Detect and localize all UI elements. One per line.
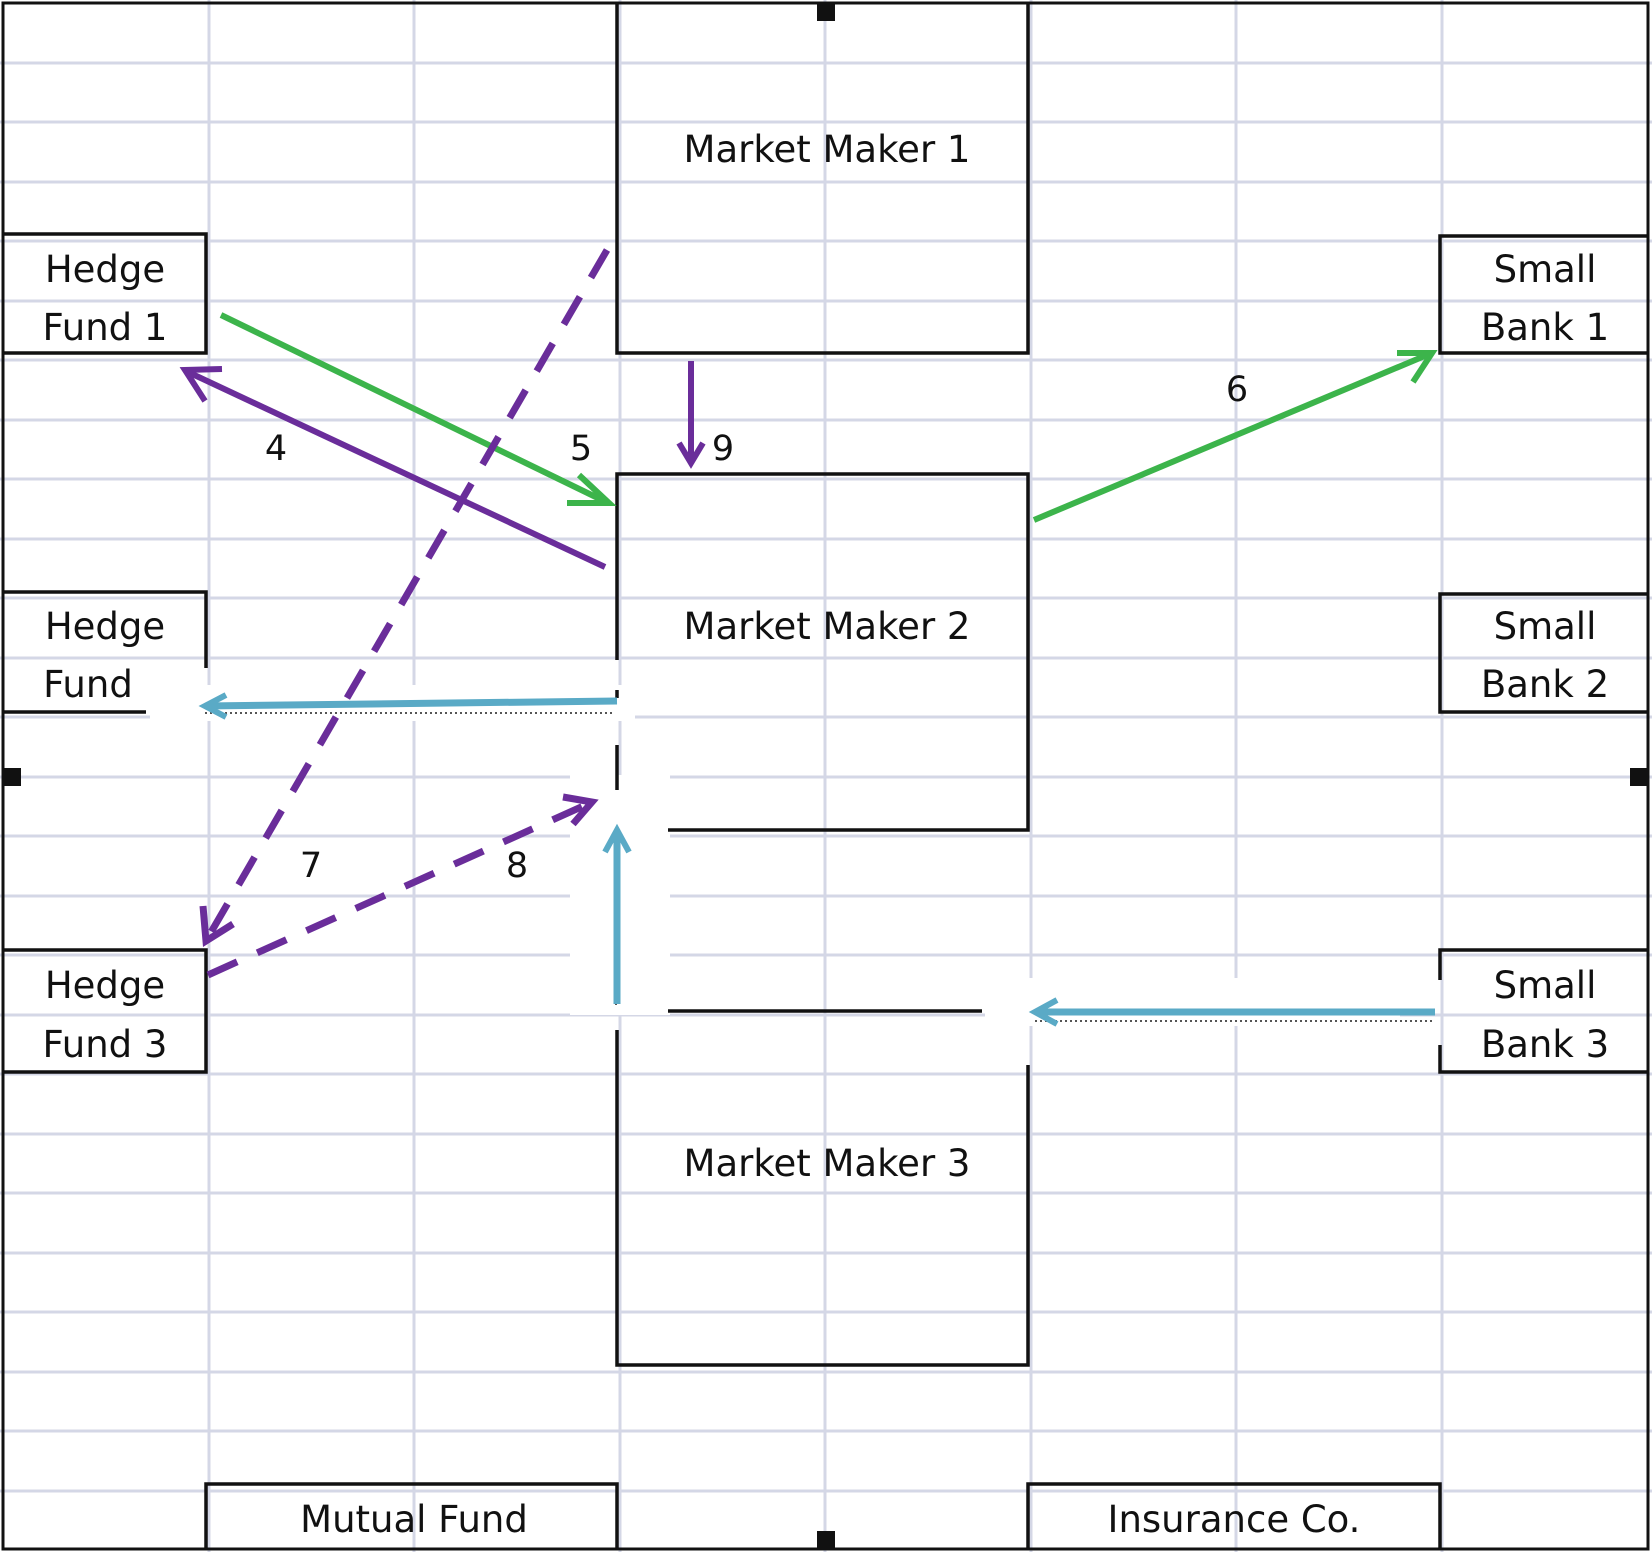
small-bank-1-label-line2: Bank 1 (1481, 306, 1609, 349)
market-maker-2-box (615, 472, 1030, 832)
small-bank-3-box (1438, 948, 1648, 1074)
flow-label-6: 6 (1226, 370, 1248, 410)
hedge-fund-3-label-line2: Fund 3 (43, 1023, 168, 1066)
flow-label-7: 7 (300, 846, 322, 886)
flow-label-9: 9 (712, 429, 734, 469)
flow-arrow-9 (676, 361, 706, 469)
small-bank-3-label-line2: Bank 3 (1481, 1023, 1609, 1066)
market-maker-1-box (615, 3, 1030, 355)
hedge-fund-1-label-line1: Hedge (45, 248, 165, 291)
mutual-fund-box (204, 1482, 619, 1549)
hedge-fund-1-box (3, 232, 208, 355)
hedge-fund-2-label-line2: Fund (43, 663, 133, 706)
hedge-fund-2-label-line1: Hedge (45, 605, 165, 648)
insurance-co-label: Insurance Co. (1108, 1498, 1361, 1541)
small-bank-2-label-line1: Small (1494, 605, 1597, 648)
small-bank-1-box (1438, 234, 1648, 355)
flow-arrow-8 (206, 793, 599, 979)
small-bank-2-box (1438, 592, 1648, 714)
hedge-fund-3-label-line1: Hedge (45, 964, 165, 1007)
small-bank-2-label-line2: Bank 2 (1481, 663, 1609, 706)
flow-arrow-blue-sb3-to-mm3 (1028, 997, 1435, 1027)
market-maker-1-label: Market Maker 1 (684, 128, 971, 171)
market-maker-3-label: Market Maker 3 (684, 1142, 971, 1185)
frame-corner-marks (3, 3, 1648, 1549)
flow-arrow-4 (179, 366, 607, 570)
insurance-co-box (1026, 1482, 1442, 1549)
flow-arrow-7 (199, 248, 611, 948)
market-maker-2-label: Market Maker 2 (684, 605, 971, 648)
corridor-gaps (150, 685, 1400, 1026)
flow-arrow-blue-mm3-to-mm2 (602, 823, 632, 1005)
flow-label-4: 4 (265, 429, 287, 469)
flow-label-8: 8 (506, 846, 528, 886)
market-maker-3-box (615, 1009, 1030, 1367)
mutual-fund-label: Mutual Fund (300, 1498, 528, 1541)
flow-arrow-6 (1032, 350, 1438, 523)
small-bank-3-label-line1: Small (1494, 964, 1597, 1007)
flow-arrow-blue-mm2-to-hf (198, 692, 618, 720)
small-bank-1-label-line1: Small (1494, 248, 1597, 291)
flow-label-5: 5 (570, 429, 592, 469)
flow-arrow-5 (219, 312, 617, 506)
hedge-fund-1-label-line2: Fund 1 (43, 306, 168, 349)
hedge-fund-3-box (3, 948, 208, 1074)
hedge-fund-2-box (3, 590, 208, 714)
